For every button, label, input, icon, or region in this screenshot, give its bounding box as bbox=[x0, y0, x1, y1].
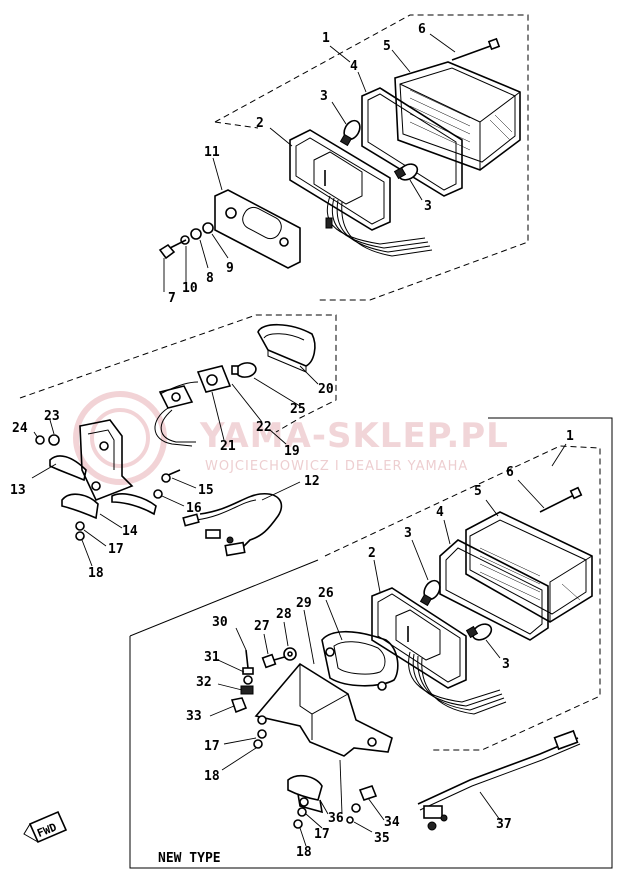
watermark-logo bbox=[73, 391, 167, 485]
callout-30: 30 bbox=[212, 615, 228, 630]
callout-31: 31 bbox=[204, 650, 220, 665]
callout-3: 3 bbox=[404, 526, 412, 541]
callout-18: 18 bbox=[88, 566, 104, 581]
callout-16: 16 bbox=[186, 501, 202, 516]
callout-35: 35 bbox=[374, 831, 390, 846]
callout-2: 2 bbox=[256, 116, 264, 131]
callout-8: 8 bbox=[206, 271, 214, 286]
callout-20: 20 bbox=[318, 382, 334, 397]
callout-3: 3 bbox=[424, 199, 432, 214]
fwd-arrow-icon: FWD bbox=[23, 810, 68, 844]
callout-4: 4 bbox=[350, 59, 358, 74]
bulb-icon bbox=[393, 163, 419, 181]
callout-3: 3 bbox=[502, 657, 510, 672]
callout-14: 14 bbox=[122, 524, 138, 539]
callout-18: 18 bbox=[204, 769, 220, 784]
callout-17: 17 bbox=[108, 542, 124, 557]
callout-24: 24 bbox=[12, 421, 28, 436]
watermark-subtitle: WOJCIECHOWICZ I DEALER YAMAHA bbox=[205, 459, 468, 474]
callout-26: 26 bbox=[318, 586, 334, 601]
callout-5: 5 bbox=[474, 484, 482, 499]
callout-5: 5 bbox=[383, 39, 391, 54]
upper-assembly: 1 2 3 3 4 5 6 7 8 9 10 11 bbox=[158, 14, 529, 306]
callout-27: 27 bbox=[254, 619, 270, 634]
callout-6: 6 bbox=[506, 465, 514, 480]
callout-37: 37 bbox=[496, 817, 512, 832]
callout-6: 6 bbox=[418, 22, 426, 37]
callout-23: 23 bbox=[44, 409, 60, 424]
callout-19: 19 bbox=[284, 444, 300, 459]
callout-1: 1 bbox=[566, 429, 574, 444]
callout-2: 2 bbox=[368, 546, 376, 561]
callout-34: 34 bbox=[384, 815, 400, 830]
bulb-icon bbox=[339, 119, 361, 147]
callout-18: 18 bbox=[296, 845, 312, 860]
callout-17: 17 bbox=[314, 827, 330, 842]
callout-10: 10 bbox=[182, 281, 198, 296]
watermark-title: YAMA-SKLEP.PL bbox=[199, 416, 509, 456]
callout-12: 12 bbox=[304, 474, 320, 489]
bulb-icon bbox=[465, 623, 493, 641]
callout-36: 36 bbox=[328, 811, 344, 826]
callout-15: 15 bbox=[198, 483, 214, 498]
callout-29: 29 bbox=[296, 596, 312, 611]
callout-4: 4 bbox=[436, 505, 444, 520]
callout-13: 13 bbox=[10, 483, 26, 498]
callout-28: 28 bbox=[276, 607, 292, 622]
callout-3: 3 bbox=[320, 89, 328, 104]
callout-21: 21 bbox=[220, 439, 236, 454]
callout-17: 17 bbox=[204, 739, 220, 754]
lower-assembly: FWD 1 2 3 3 4 5 6 17 17 bbox=[23, 417, 613, 869]
callout-9: 9 bbox=[226, 261, 234, 276]
callout-7: 7 bbox=[168, 291, 176, 306]
callout-22: 22 bbox=[256, 420, 272, 435]
callout-11: 11 bbox=[204, 145, 220, 160]
callout-32: 32 bbox=[196, 675, 212, 690]
callout-1: 1 bbox=[322, 31, 330, 46]
middle-assembly: 12 13 14 15 16 17 18 19 20 21 22 23 24 2… bbox=[10, 314, 337, 581]
callout-33: 33 bbox=[186, 709, 202, 724]
callout-25: 25 bbox=[290, 402, 306, 417]
new-type-label: NEW TYPE bbox=[158, 851, 221, 866]
bulb-icon bbox=[419, 579, 441, 607]
watermark: YAMA-SKLEP.PL WOJCIECHOWICZ I DEALER YAM… bbox=[73, 391, 509, 485]
